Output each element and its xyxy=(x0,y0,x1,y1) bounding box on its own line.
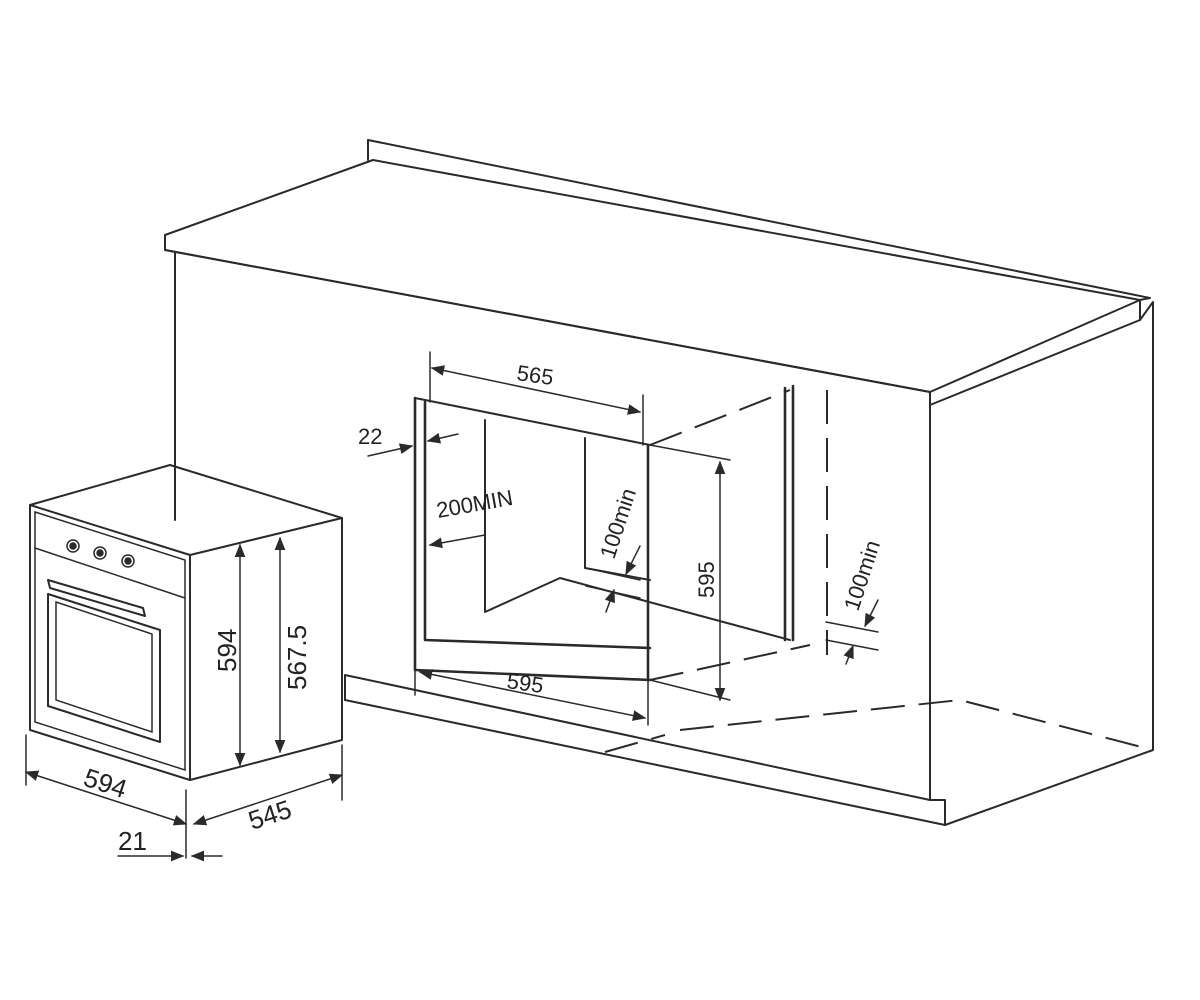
oven-side-body xyxy=(189,517,343,781)
worktop-front-edge xyxy=(164,234,1141,406)
niche-right-wall xyxy=(783,384,795,642)
rear-vent-2-dim-line-bottom xyxy=(843,644,854,665)
min-clearance-label: 200MIN xyxy=(435,485,515,523)
rear-vent-1-ext-top xyxy=(585,567,641,581)
min-clearance-dim-line xyxy=(428,534,486,549)
oven-height-label: 594 xyxy=(212,629,242,672)
knob-center-icon xyxy=(124,557,132,565)
knob-center-icon xyxy=(96,549,104,557)
rear-vent-2-dim-line-top xyxy=(864,599,879,628)
rear-vent-1-dim-line-top xyxy=(625,545,641,576)
cabinet-front-face xyxy=(174,252,946,826)
niche-top-width-dim-line xyxy=(430,365,642,415)
knob-center-icon xyxy=(69,542,77,550)
hidden-top-line xyxy=(649,389,791,446)
oven-inner-height-label: 567.5 xyxy=(282,625,312,690)
niche-height-ext-top xyxy=(649,444,731,461)
niche-back-left xyxy=(484,419,791,641)
rear-vent-2-ext-bottom xyxy=(825,639,879,651)
rear-vent-1-label: 100min xyxy=(595,485,641,561)
hidden-bottom-line xyxy=(649,644,811,681)
niche-bottom-width-label: 595 xyxy=(505,668,545,698)
niche-bottom-width-dim-line xyxy=(418,669,647,721)
oven xyxy=(29,464,343,781)
cabinet-plinth xyxy=(344,674,931,801)
worktop-top-face xyxy=(164,159,1141,393)
rear-vent-2-label: 100min xyxy=(839,537,885,613)
worktop-upstand xyxy=(367,139,1151,301)
oven-width-dim-line xyxy=(24,770,188,826)
oven-depth-dim-line xyxy=(192,773,344,826)
front-offset-label: 21 xyxy=(118,826,147,856)
oven-control-strip xyxy=(34,547,186,599)
rear-vent-1-dim-line-bottom xyxy=(604,588,615,613)
side-gap-label: 22 xyxy=(358,424,382,449)
dimensions xyxy=(24,351,879,862)
oven-front-inner xyxy=(34,510,186,772)
oven-handle xyxy=(47,579,146,617)
cabinet xyxy=(164,139,1154,826)
niche-top-width-label: 565 xyxy=(515,360,555,390)
hidden-floor-line xyxy=(604,698,1154,753)
oven-window-inner xyxy=(55,600,153,734)
rear-vent-1-ext-bottom xyxy=(585,585,641,599)
niche-left-wall xyxy=(423,400,652,650)
side-gap-dim-line-right xyxy=(426,432,459,444)
cabinet-right-side xyxy=(944,301,1154,826)
niche-top xyxy=(414,397,651,446)
niche-height-label: 595 xyxy=(694,561,719,598)
niche-height-ext-bottom xyxy=(649,679,731,701)
oven-window-outer xyxy=(47,593,161,743)
oven-width-label: 594 xyxy=(80,762,131,804)
side-gap-dim-line-left xyxy=(367,443,414,457)
oven-front-panel xyxy=(29,504,191,781)
labels: 594 567.5 594 545 21 565 595 595 22 200M… xyxy=(80,360,885,856)
oven-depth-label: 545 xyxy=(245,794,296,836)
rear-vent-2-ext-top xyxy=(825,621,879,633)
